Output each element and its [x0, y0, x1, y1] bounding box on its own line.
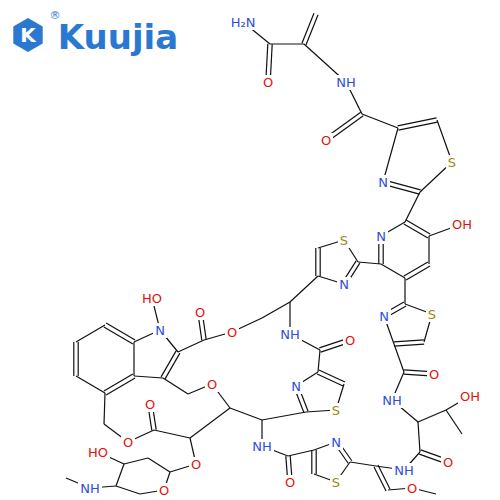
bond-line [428, 236, 429, 264]
atom-label: N [329, 435, 343, 450]
atom-label: OH [450, 217, 474, 232]
bond-line [318, 350, 320, 372]
bond-line [178, 340, 204, 352]
bond-line [76, 325, 105, 342]
bond-line [398, 122, 437, 130]
atom-label: O [261, 75, 275, 90]
bond-line [76, 376, 105, 393]
bond-line [362, 114, 398, 128]
atom-label: O [427, 367, 441, 382]
atom-label: NH [392, 463, 416, 478]
bond-line [148, 458, 170, 472]
atom-label: O [225, 325, 239, 340]
atom-label: N [289, 379, 303, 394]
atom-label: O [189, 457, 203, 472]
bond-line [315, 248, 316, 276]
logo-hexagon [13, 18, 42, 52]
bond-line [288, 450, 314, 456]
watermark-text: Kuujia [58, 20, 178, 54]
atom-label: S [446, 155, 458, 170]
bond-line [311, 450, 312, 474]
atom-label: N [376, 175, 390, 190]
bond-line [165, 353, 180, 379]
atom-label: NH [380, 393, 404, 408]
atom-label: H₂N [229, 15, 258, 30]
atom-label: N [337, 277, 351, 292]
bond-line [106, 378, 135, 395]
atom-label: HO [86, 445, 110, 460]
bond-line [394, 340, 424, 342]
atom-label: NH [278, 327, 302, 342]
atom-label: O [143, 397, 157, 412]
watermark-text: K [20, 25, 36, 45]
bond-line [350, 462, 376, 466]
bond-line [320, 248, 321, 276]
bond-line [116, 486, 140, 494]
watermark-text: ® [50, 10, 61, 21]
atom-label: O [283, 475, 297, 490]
bond-line [358, 262, 381, 264]
bond-line [106, 323, 135, 340]
atom-label: NH [250, 439, 274, 454]
atom-label: O [193, 305, 207, 320]
bond-line [73, 342, 74, 376]
bond-line [270, 43, 304, 44]
atom-label: O [319, 133, 333, 148]
bond-line [418, 410, 446, 422]
bond-line [418, 422, 420, 452]
atom-label: O [405, 481, 419, 496]
bond-line [104, 327, 133, 344]
bond-line [302, 13, 314, 43]
atom-label: NH [334, 75, 358, 90]
bond-line [154, 430, 190, 438]
atom-label: OH [458, 389, 482, 404]
bond-line [398, 118, 437, 126]
atom-label: N [377, 309, 391, 324]
bond-line [133, 342, 134, 376]
bond-line [78, 342, 79, 376]
bond-line [104, 393, 105, 424]
bond-line [316, 450, 317, 474]
atom-label: NH [78, 481, 102, 496]
bond-line [319, 370, 345, 382]
bond-line [406, 266, 430, 280]
bond-line [230, 408, 262, 420]
atom-label: O [157, 483, 171, 498]
bond-line [374, 467, 386, 491]
bond-line [406, 220, 430, 234]
atom-label: O [441, 455, 455, 470]
atom-label: N [153, 323, 167, 338]
bond-group [66, 13, 470, 494]
bond-line [134, 376, 163, 378]
atom-label: S [426, 307, 438, 322]
bond-line [124, 458, 148, 464]
bond-line [446, 410, 462, 434]
atom-label: HO [140, 291, 164, 306]
bond-line [262, 412, 306, 420]
atom-label: O [205, 377, 219, 392]
bond-line [190, 408, 230, 438]
bond-line [290, 276, 318, 302]
atom-label: S [330, 403, 342, 418]
atom-label: S [338, 233, 350, 248]
atom-label: N [374, 229, 388, 244]
bond-line [405, 192, 420, 222]
atom-label: S [330, 475, 342, 490]
bond-line [163, 378, 188, 394]
bond-line [404, 278, 405, 304]
bond-line [116, 464, 124, 486]
bond-line [394, 344, 424, 346]
atom-label: O [343, 333, 357, 348]
bond-line [262, 302, 290, 318]
bond-line [104, 374, 133, 391]
bond-line [378, 465, 390, 489]
atom-label: O [121, 435, 135, 450]
bond-line [394, 344, 404, 372]
bond-line [381, 264, 405, 278]
